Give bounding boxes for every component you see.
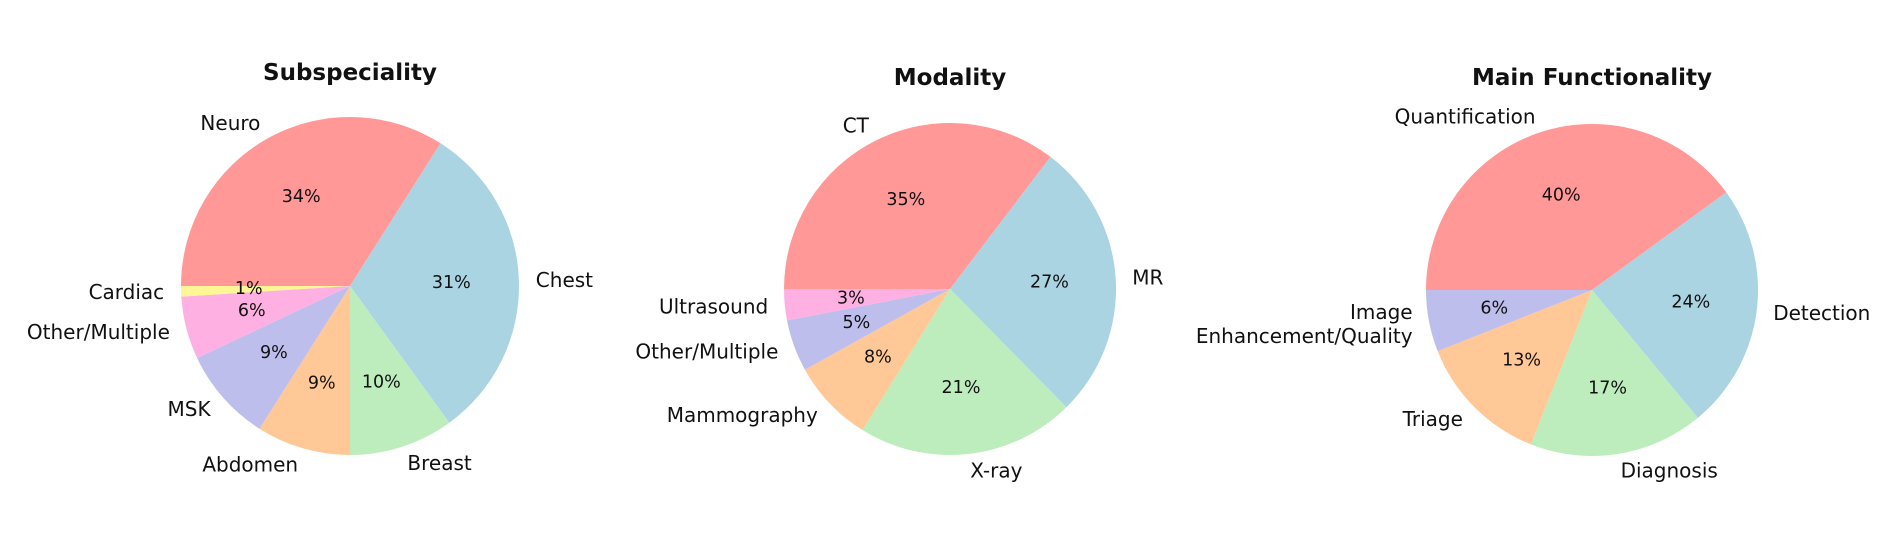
pie-value-label-neuro: 34% bbox=[282, 187, 321, 207]
pie-slice-ct bbox=[783, 122, 1051, 289]
pie-value-label-ct: 35% bbox=[886, 190, 925, 210]
pie-slice-ultrasound bbox=[784, 289, 950, 321]
pie-value-label-quantification: 40% bbox=[1542, 185, 1581, 205]
pie-category-label-breast: Breast bbox=[407, 451, 471, 475]
pie-slice-quantification bbox=[1426, 123, 1727, 291]
pie-category-label-other-multiple: Other/Multiple bbox=[635, 340, 778, 364]
pie-category-label-mr: MR bbox=[1132, 265, 1163, 289]
pie-category-label-abdomen: Abdomen bbox=[202, 453, 298, 477]
pie-slice-triage bbox=[1437, 290, 1592, 445]
pie-category-label-ultrasound: Ultrasound bbox=[659, 294, 768, 318]
pie-slice-chest bbox=[350, 143, 519, 423]
pie-value-label-ultrasound: 3% bbox=[837, 289, 865, 309]
pie-slice-other-multiple bbox=[787, 289, 950, 370]
pie-slice-breast bbox=[350, 286, 450, 455]
pie-category-label-diagnosis: Diagnosis bbox=[1621, 458, 1718, 482]
pie-slice-mr bbox=[950, 156, 1117, 408]
pie-value-label-image-enhancement-quality: 6% bbox=[1480, 299, 1508, 319]
pie-slice-diagnosis bbox=[1530, 290, 1698, 456]
pie-category-label-triage: Triage bbox=[1402, 407, 1463, 431]
pie-slice-image-enhancement-quality bbox=[1426, 290, 1592, 352]
chart-title-subspeciality: Subspeciality bbox=[263, 60, 437, 86]
pie-value-label-other-multiple: 6% bbox=[238, 301, 266, 321]
chart-title-main-functionality: Main Functionality bbox=[1472, 65, 1712, 91]
pie-value-label-chest: 31% bbox=[432, 273, 471, 293]
pie-slice-x-ray bbox=[862, 289, 1067, 455]
pie-slice-msk bbox=[197, 286, 350, 429]
pie-value-label-mr: 27% bbox=[1030, 273, 1069, 293]
subspeciality-pie-chart: Subspeciality 34% Neuro 31% Chest 10% Breast 9… bbox=[27, 60, 593, 477]
pie-value-label-diagnosis: 17% bbox=[1588, 378, 1627, 398]
pie-value-label-mammography: 8% bbox=[864, 348, 892, 368]
pie-slice-cardiac bbox=[180, 286, 350, 297]
pie-category-label-quantification: Quantification bbox=[1395, 104, 1536, 128]
pie-slice-other-multiple bbox=[181, 286, 350, 358]
pie-category-label-ct: CT bbox=[843, 113, 870, 137]
pie-category-label-chest: Chest bbox=[536, 268, 593, 292]
pie-category-label-msk: MSK bbox=[168, 397, 212, 421]
pie-value-label-breast: 10% bbox=[362, 372, 401, 392]
pie-slice-neuro bbox=[181, 117, 441, 286]
pie-category-label-x-ray: X-ray bbox=[970, 459, 1022, 483]
pie-value-label-abdomen: 9% bbox=[308, 373, 336, 393]
pie-value-label-triage: 13% bbox=[1502, 350, 1541, 370]
pie-category-label-neuro: Neuro bbox=[200, 111, 260, 135]
pie-value-label-detection: 24% bbox=[1671, 293, 1710, 313]
modality-pie-chart: Modality 35% CT 27% MR 21% X-ray 8% Mammography… bbox=[635, 65, 1163, 483]
pie-category-label-other-multiple: Other/Multiple bbox=[27, 320, 170, 344]
chart-title-modality: Modality bbox=[894, 65, 1006, 91]
pie-slice-abdomen bbox=[259, 286, 350, 455]
pie-value-label-cardiac: 1% bbox=[235, 279, 263, 299]
pie-category-label-detection: Detection bbox=[1773, 301, 1870, 325]
pie-value-label-msk: 9% bbox=[260, 343, 288, 363]
pie-category-label-cardiac: Cardiac bbox=[89, 280, 165, 304]
pie-category-label-mammography: Mammography bbox=[667, 403, 818, 427]
main-functionality-pie-chart: Main Functionality 40% Quantification 24% D… bbox=[1196, 65, 1871, 482]
pie-value-label-x-ray: 21% bbox=[942, 378, 981, 398]
pie-slice-mammography bbox=[804, 289, 950, 431]
pie-slice-detection bbox=[1592, 192, 1759, 418]
pie-value-label-other-multiple: 5% bbox=[843, 313, 871, 333]
